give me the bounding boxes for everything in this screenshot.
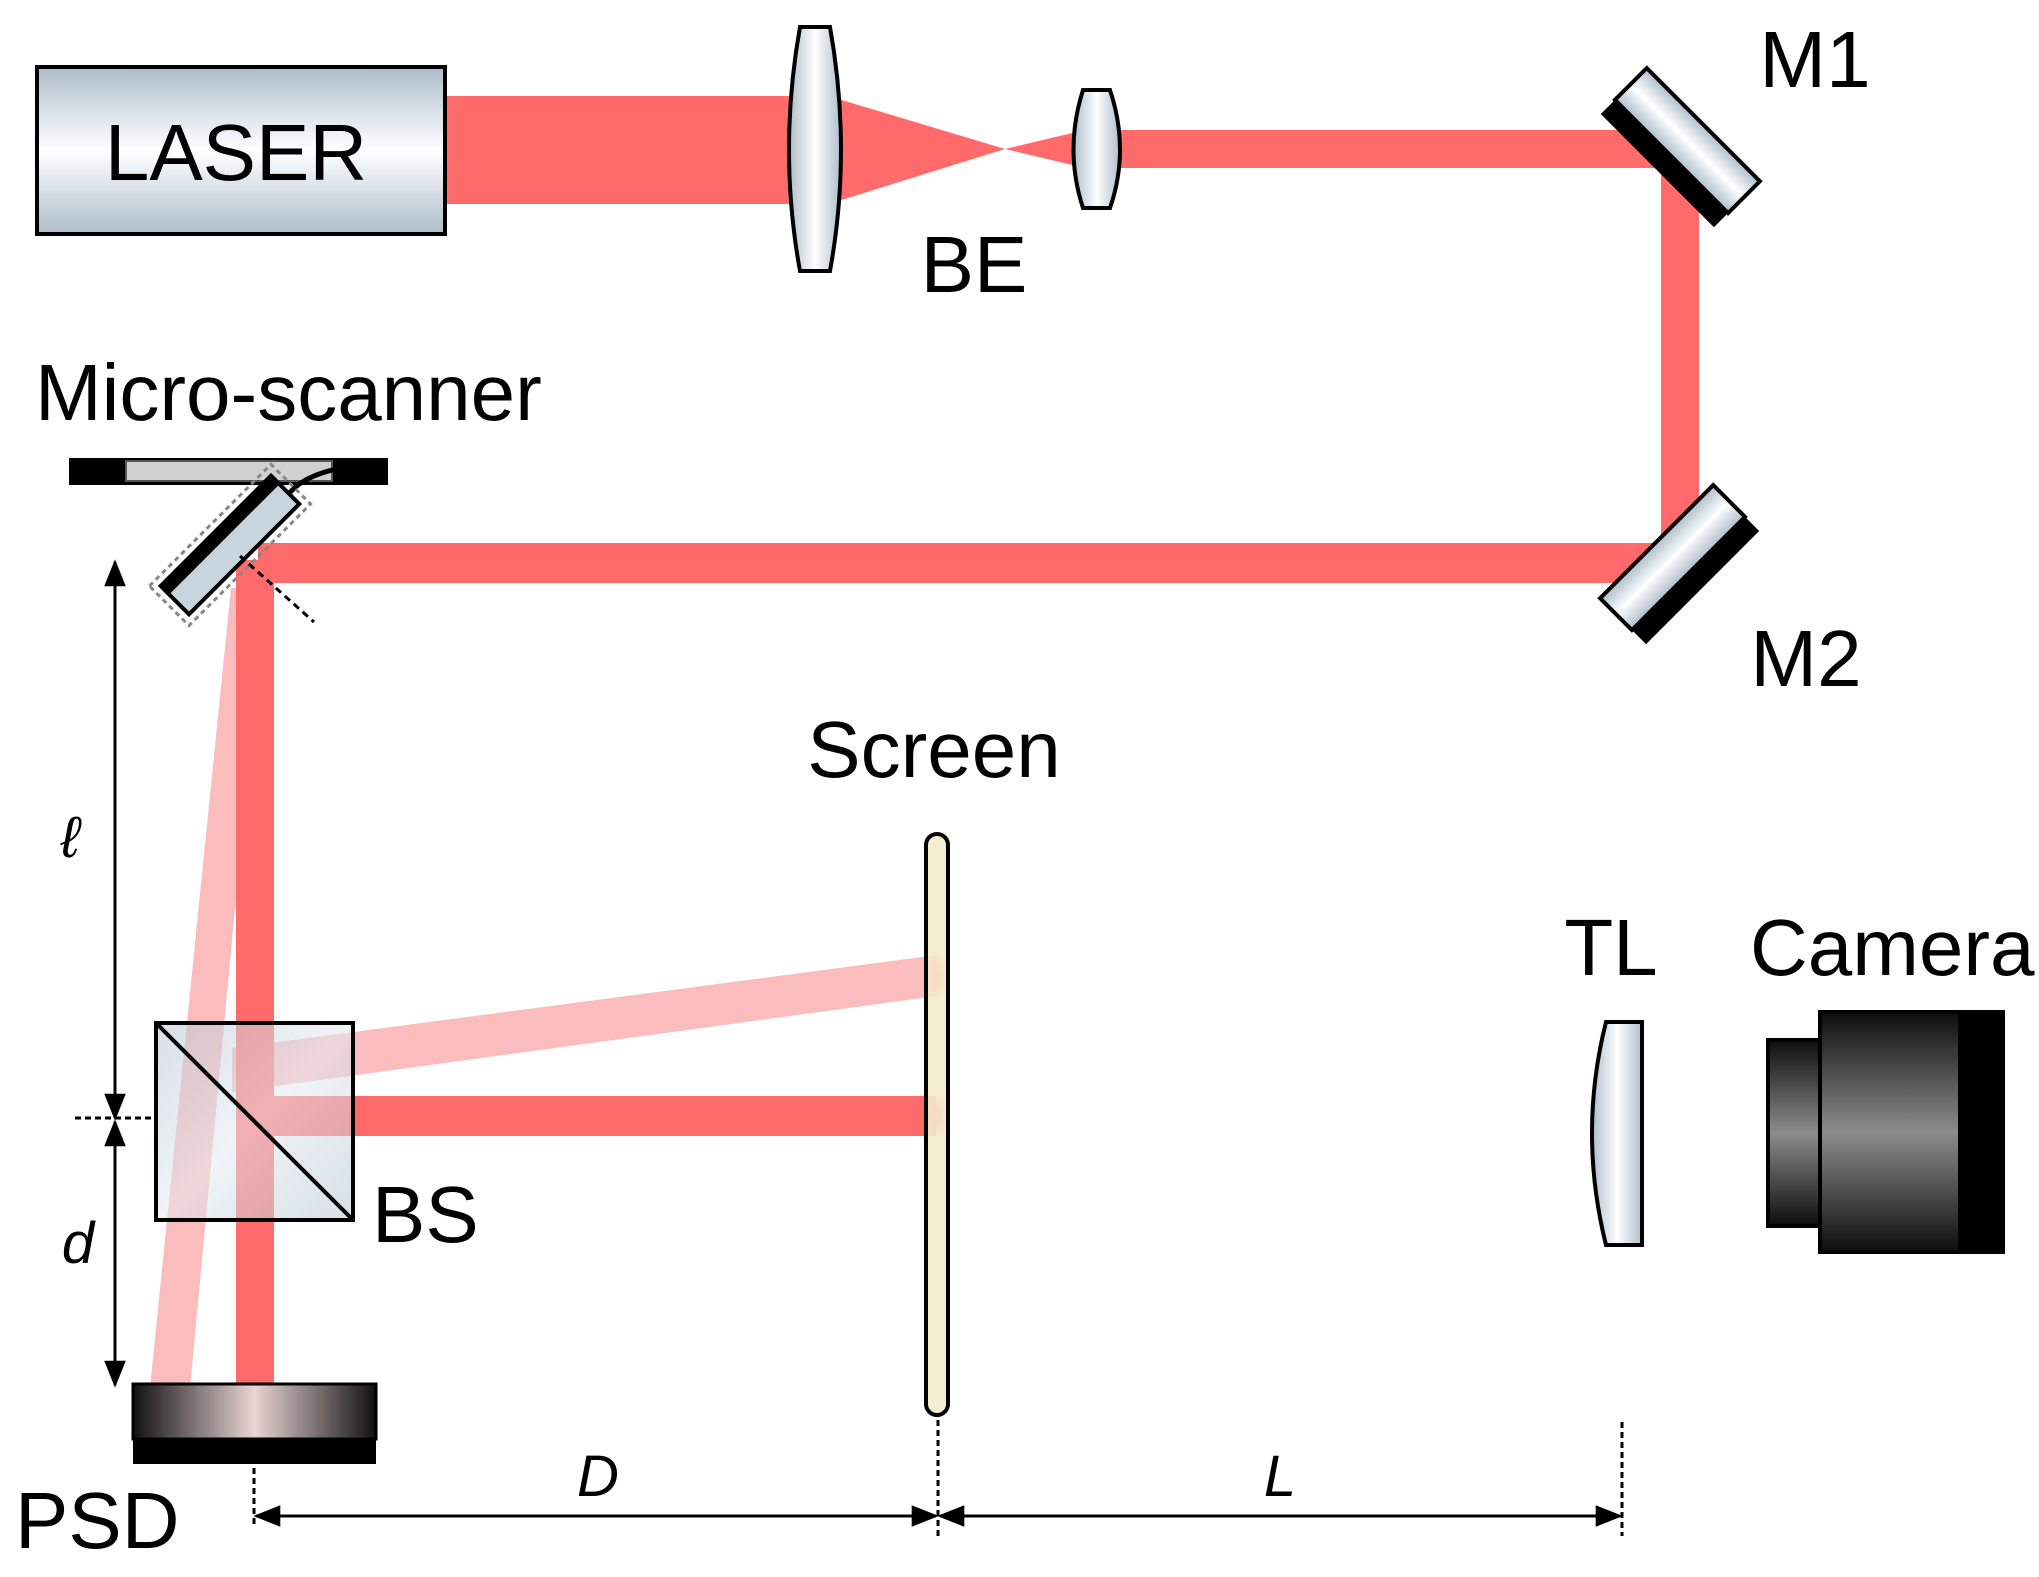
bs-label: BS (372, 1170, 479, 1259)
faint-beam-to-screen (232, 955, 937, 1092)
dim-l-small-label: ℓ (60, 805, 82, 870)
beam-laser-out (445, 96, 795, 204)
m2-label: M2 (1750, 614, 1861, 703)
dimensions (75, 559, 1624, 1536)
camera-lens-mount (1766, 1038, 1825, 1228)
dim-D-label: D (577, 1444, 619, 1509)
micro-scanner: Micro-scanner (35, 348, 542, 628)
camera-ring (1958, 1012, 2003, 1252)
mirror-m1 (1600, 65, 1763, 228)
scanner-flex (283, 460, 383, 500)
psd-label: PSD (15, 1476, 180, 1565)
be-lens-large (787, 25, 843, 273)
dim-L-label: L (1264, 1444, 1296, 1509)
beam-to-m1 (1115, 130, 1668, 168)
beam-splitter-cube: BS (154, 1021, 479, 1259)
beam-diverging (1005, 130, 1085, 168)
beam-scanner-to-psd (236, 560, 274, 1390)
beam-m2-to-scanner (258, 543, 1699, 583)
micro-scanner-label: Micro-scanner (35, 348, 542, 437)
scanner-plate (125, 460, 333, 482)
m1-label: M1 (1759, 15, 1870, 104)
be-lens-small (1071, 88, 1122, 210)
camera: Camera (1750, 903, 2035, 1254)
tl-label: TL (1564, 903, 1657, 992)
mirror-m2 (1597, 482, 1760, 645)
camera-label: Camera (1750, 903, 2035, 992)
laser-box: LASER (35, 65, 447, 236)
scanner-normal-dashed (239, 554, 315, 624)
be-label: BE (921, 220, 1028, 309)
laser-label: LASER (105, 108, 367, 197)
screen: Screen (807, 705, 1061, 1417)
main-beams (236, 96, 1699, 1390)
psd-detector: PSD (15, 1382, 378, 1565)
screen-label: Screen (807, 705, 1060, 794)
tube-lens: TL (1564, 903, 1658, 1247)
dim-d-small-label: d (62, 1211, 96, 1276)
beam-converging (835, 98, 1005, 202)
beam-expander: BE (787, 25, 1122, 309)
